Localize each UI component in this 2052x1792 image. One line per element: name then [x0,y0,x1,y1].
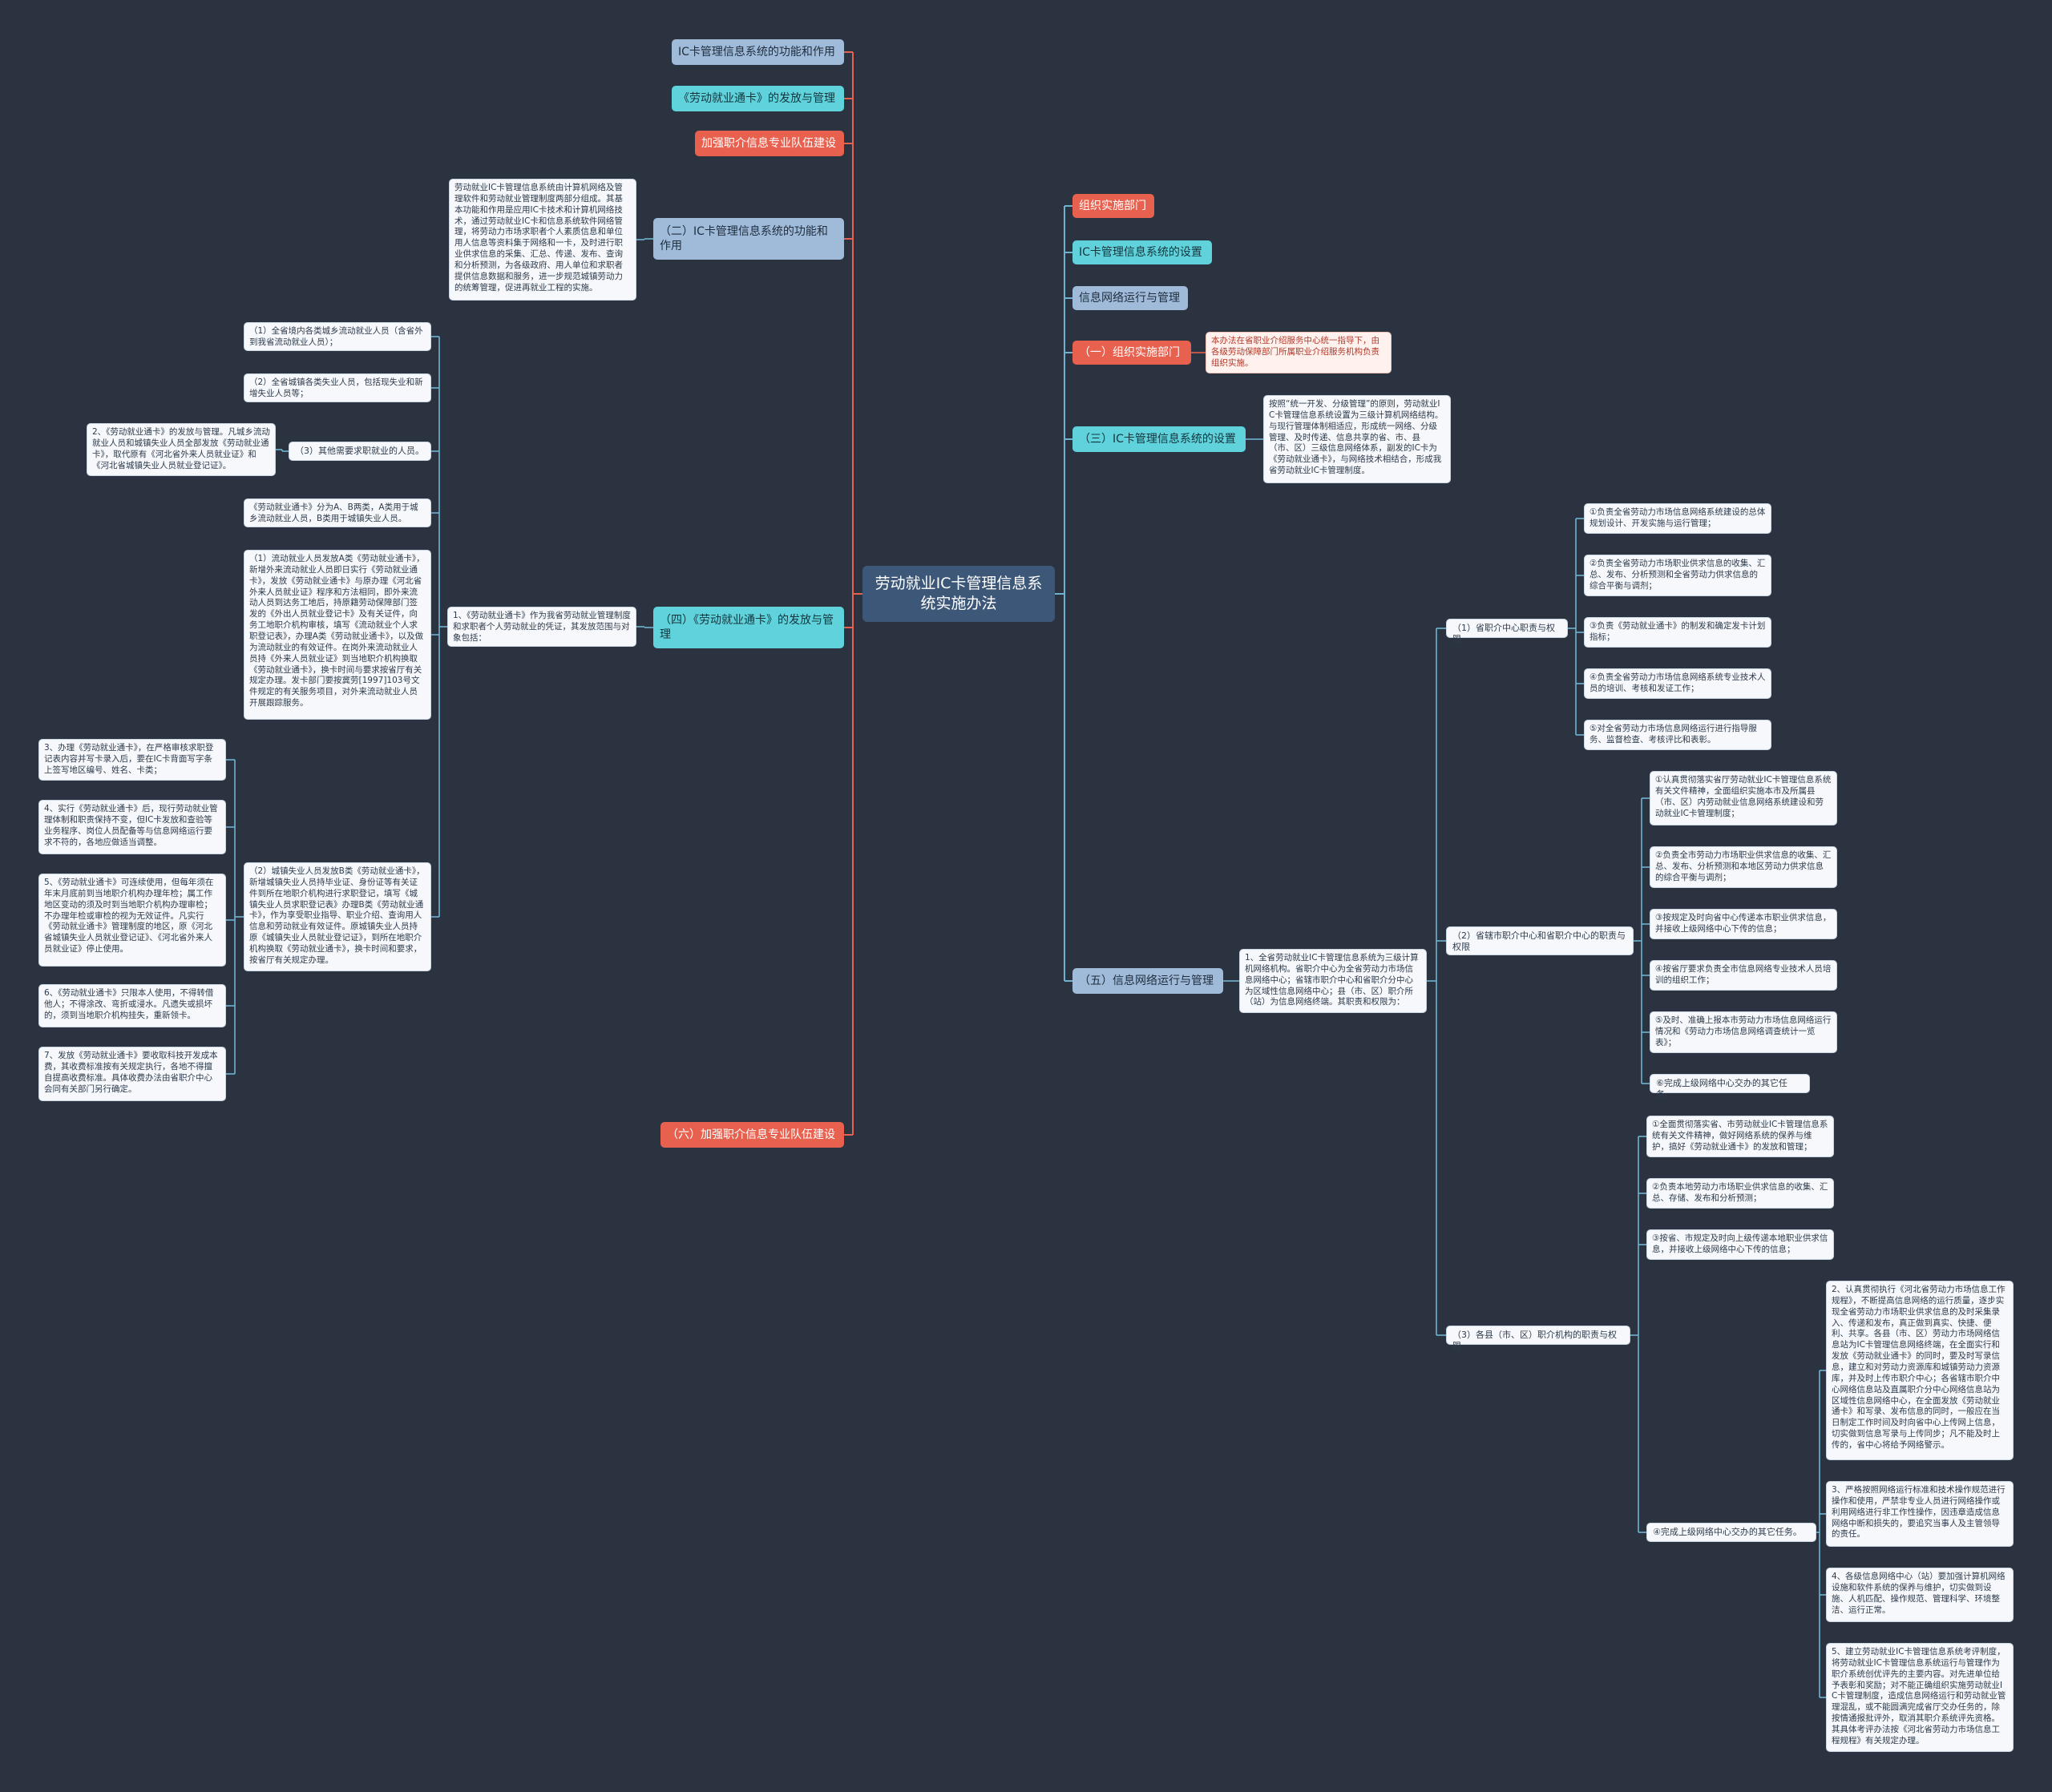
city-duty-4: ④按省厅要求负责全市信息网络专业技术人员培训的组织工作； [1650,960,1837,991]
province-duty-1: ①负责全省劳动力市场信息网络系统建设的总体规划设计、开发实施与运行管理； [1584,503,1771,534]
rule-h2-note: 2、认真贯彻执行《河北省劳动力市场信息工作规程》，不断提高信息网络的运行质量，逐… [1826,1281,2014,1460]
scope-item-1: （1）全省境内各类城乡流动就业人员（含省外到我省流动就业人员）； [244,322,431,351]
type-b-note: （2）城镇失业人员发放B类《劳动就业通卡》，新增城镇失业人员持毕业证、身份证等有… [244,862,431,971]
rule-5-note: 5、《劳动就业通卡》可连续使用，但每年须在年末月底前到当地职介机构办理年检；属工… [38,874,226,967]
scope-item-2: （2）全省城镇各类失业人员，包括现失业和新增失业人员等； [244,373,431,402]
county-duty-1: ①全面贯彻落实省、市劳动就业IC卡管理信息系统有关文件精神，做好网络系统的保养与… [1646,1116,1834,1157]
section-two-node[interactable]: （二）IC卡管理信息系统的功能和作用 [653,218,844,260]
summary-org-node[interactable]: 组织实施部门 [1072,194,1154,218]
summary-team-node[interactable]: 加强职介信息专业队伍建设 [695,131,844,156]
summary-function-node[interactable]: IC卡管理信息系统的功能和作用 [672,39,844,65]
section-four-node[interactable]: （四）《劳动就业通卡》的发放与管理 [653,607,844,648]
type-a-note: （1）流动就业人员发放A类《劳动就业通卡》，新增外来流动就业人员即日实行《劳动就… [244,550,431,720]
section-three-node[interactable]: （三）IC卡管理信息系统的设置 [1072,426,1246,452]
city-duty-2: ②负责全市劳动力市场职业供求信息的收集、汇总、发布、分析预测和本地区劳动力供求信… [1650,846,1837,888]
card-type-note: 《劳动就业通卡》分为A、B两类，A类用于城乡流动就业人员，B类用于城镇失业人员。 [244,498,431,527]
province-duty-4: ④负责全省劳动力市场信息网络系统专业技术人员的培训、考核和发证工作； [1584,668,1771,699]
section-six-node[interactable]: （六）加强职介信息专业队伍建设 [660,1122,844,1148]
rule-4-note: 4、实行《劳动就业通卡》后，现行劳动就业管理体制和职责保持不变，但IC卡发放和查… [38,800,226,854]
rule-h3-note: 3、严格按照网络运行标准和技术操作规范进行操作和使用，严禁非专业人员进行网络操作… [1826,1481,2014,1547]
section-two-note: 劳动就业IC卡管理信息系统由计算机网络及管理软件和劳动就业管理制度两部分组成。其… [449,179,636,301]
section-one-node[interactable]: （一）组织实施部门 [1072,341,1191,365]
rule-h5-note: 5、建立劳动就业IC卡管理信息系统考评制度，将劳动就业IC卡管理信息系统运行与管… [1826,1643,2014,1752]
summary-card-node[interactable]: 《劳动就业通卡》的发放与管理 [672,86,844,111]
province-duty-2: ②负责全省劳动力市场职业供求信息的收集、汇总、发布、分析预测和全省劳动力供求信息… [1584,555,1771,596]
county-duty-2: ②负责本地劳动力市场职业供求信息的收集、汇总、存储、发布和分析预测； [1646,1178,1834,1209]
root-topic[interactable]: 劳动就业IC卡管理信息系统实施办法 [862,566,1055,622]
section-three-note: 按照“统一开发、分级管理”的原则，劳动就业IC卡管理信息系统设置为三级计算机网络… [1263,395,1451,483]
rule-3-note: 3、办理《劳动就业通卡》，在严格审核求职登记表内容并写卡录入后，要在IC卡背面写… [38,739,226,781]
county-duty-3: ③按省、市规定及时向上级传递本地职业供求信息，并接收上级网络中心下传的信息； [1646,1229,1834,1260]
scope-item-3: （3）其他需要求职就业的人员。 [289,442,431,461]
county-duty-4: ④完成上级网络中心交办的其它任务。 [1646,1523,1816,1542]
province-duty-3: ③负责《劳动就业通卡》的制发和确定发卡计划指标； [1584,617,1771,648]
card-issue-note: 2、《劳动就业通卡》的发放与管理。凡城乡流动就业人员和城镇失业人员全部发放《劳动… [87,423,276,476]
summary-network-node[interactable]: 信息网络运行与管理 [1072,286,1188,310]
city-duty-node: （2）省辖市职介中心和省职介中心的职责与权限 [1446,926,1634,955]
province-duty-node: （1）省职介中心职责与权限 [1446,619,1568,644]
city-duty-6: ⑥完成上级网络中心交办的其它任务。 [1650,1074,1810,1100]
city-duty-3: ③按规定及时向省中心传递本市职业供求信息，并接收上级网络中心下传的信息； [1650,909,1837,939]
section-one-note: 本办法在省职业介绍服务中心统一指导下，由各级劳动保障部门所属职业介绍服务机构负责… [1206,332,1392,373]
rule-h4-note: 4、各级信息网络中心（站）要加强计算机网络设施和软件系统的保养与维护，切实做到设… [1826,1568,2014,1622]
city-duty-1: ①认真贯彻落实省厅劳动就业IC卡管理信息系统有关文件精神，全面组织实施本市及所属… [1650,771,1837,825]
county-duty-node: （3）各县（市、区）职介机构的职责与权限 [1446,1326,1630,1351]
province-duty-5: ⑤对全省劳动力市场信息网络运行进行指导服务、监督检查、考核评比和表彰。 [1584,720,1771,750]
rule-7-note: 7、发放《劳动就业通卡》要收取科技开发成本费，其收费标准按有关规定执行，各地不得… [38,1047,226,1101]
section-five-note: 1、全省劳动就业IC卡管理信息系统为三级计算机网络机构。省职介中心为全省劳动力市… [1239,949,1427,1013]
summary-setup-node[interactable]: IC卡管理信息系统的设置 [1072,240,1212,264]
city-duty-5: ⑤及时、准确上报本市劳动力市场信息网络运行情况和《劳动力市场信息网络调查统计一览… [1650,1011,1837,1053]
section-five-node[interactable]: （五）信息网络运行与管理 [1072,968,1223,994]
rule-6-note: 6、《劳动就业通卡》只限本人使用，不得转借他人；不得涂改、弯折或浸水。凡遗失或损… [38,984,226,1027]
card-scope-note: 1、《劳动就业通卡》作为我省劳动就业管理制度和求职者个人劳动就业的凭证，其发放范… [447,607,636,647]
